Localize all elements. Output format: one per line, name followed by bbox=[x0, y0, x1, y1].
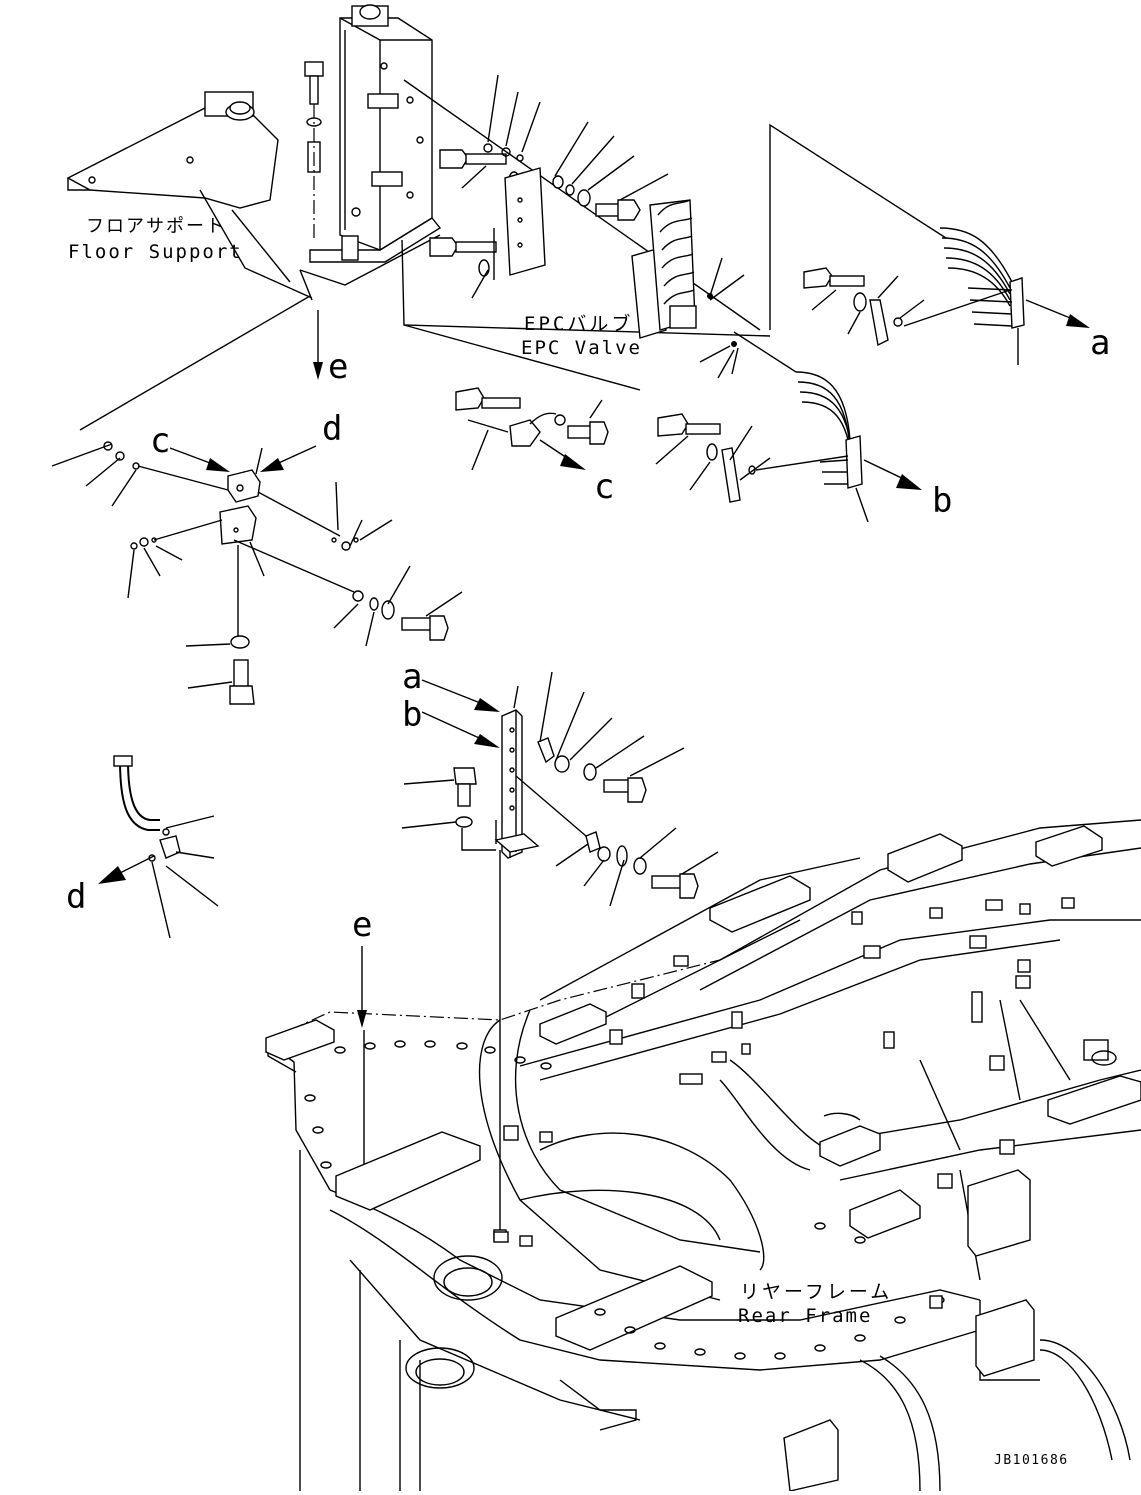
sensor-c bbox=[455, 387, 609, 471]
hose-d bbox=[98, 755, 219, 939]
connector-d-in: d bbox=[322, 409, 342, 449]
connector-c-out: c bbox=[594, 467, 614, 507]
connector-e-out: e bbox=[328, 347, 348, 387]
epc-valve-stack bbox=[631, 199, 745, 379]
connector-e-in: e bbox=[352, 905, 372, 945]
connector-b-in: b bbox=[402, 695, 422, 735]
harness-post bbox=[401, 671, 719, 1240]
connector-d-out: d bbox=[66, 877, 86, 917]
connector-a-in: a bbox=[402, 657, 422, 697]
harness-a bbox=[803, 227, 1090, 365]
connector-b-out: b bbox=[932, 481, 952, 521]
epc-valve-label-jp: EPCバルブ bbox=[524, 312, 633, 335]
rear-frame-label-en: Rear Frame bbox=[738, 1305, 872, 1327]
connector-a-out: a bbox=[1090, 323, 1110, 363]
connector-c-in: c bbox=[150, 421, 170, 461]
rear-frame-label-jp: リヤーフレーム bbox=[740, 1281, 892, 1303]
floor-support-label-jp: フロアサポート bbox=[86, 216, 226, 237]
harness-b bbox=[655, 331, 922, 523]
floor-support-label-en: Floor Support bbox=[68, 241, 243, 263]
epc-valve-label-en: EPC Valve bbox=[521, 337, 642, 359]
floor-support-assembly bbox=[66, 4, 442, 301]
drawing-number: JB101686 bbox=[994, 1453, 1069, 1468]
epc-valve-mount-hardware bbox=[429, 74, 669, 299]
junction-block-c-d bbox=[51, 441, 463, 705]
rear-frame-assembly bbox=[265, 819, 1141, 1492]
